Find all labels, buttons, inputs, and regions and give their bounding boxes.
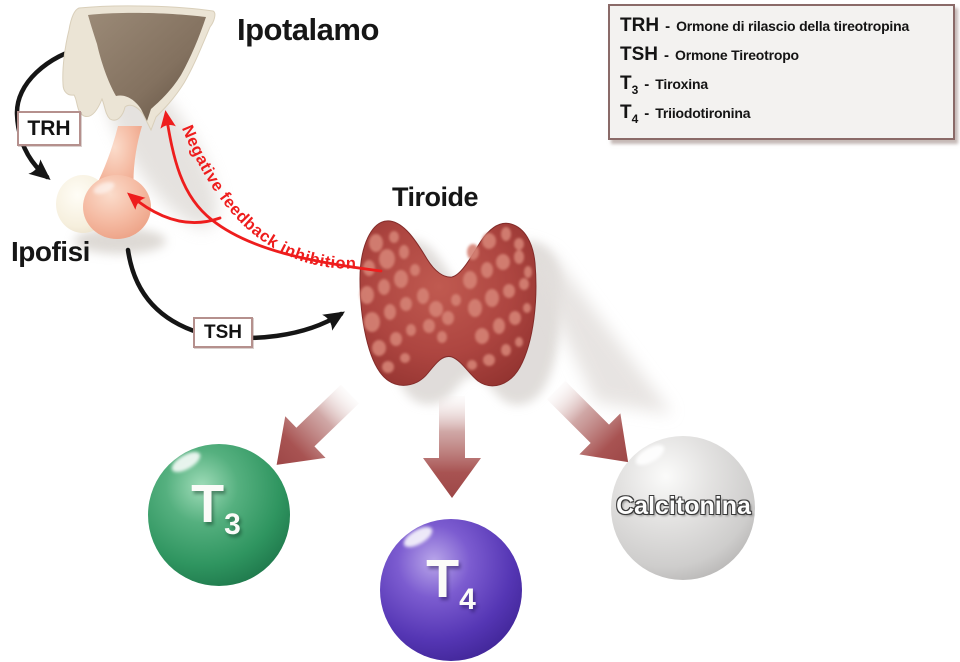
hypothalamus-label: Ipotalamo	[237, 12, 379, 47]
pituitary-label: Ipofisi	[11, 236, 90, 267]
t3-sphere	[148, 444, 290, 586]
legend-term: T4	[620, 102, 639, 126]
trh-arrow	[14, 43, 91, 180]
legend-dash: -	[665, 18, 671, 35]
legend-term: TRH	[620, 15, 660, 36]
t4-label: T4	[426, 549, 476, 616]
legend-dash: -	[644, 76, 650, 93]
legend-description: Ormone di rilascio della tireotropina	[676, 18, 910, 34]
legend-term: TSH	[620, 44, 658, 65]
thyroid-label: Tiroide	[392, 182, 479, 212]
arrow-to-t3	[276, 384, 360, 465]
legend-row-trh: TRH - Ormone di rilascio della tireotrop…	[620, 15, 947, 44]
legend-description: Ormone Tireotropo	[675, 47, 799, 63]
legend-row-tsh: TSH - Ormone Tireotropo	[620, 44, 947, 73]
thyroid-illustration	[359, 220, 537, 387]
legend-description: Tiroxina	[655, 76, 708, 92]
legend-dash: -	[664, 47, 669, 64]
t3-label: T3	[191, 474, 241, 541]
tsh-box: TSH	[193, 317, 253, 348]
calcitonin-label: Calcitonina	[616, 492, 751, 520]
arrow-to-calcitonin	[546, 380, 629, 463]
legend-term: T3	[620, 73, 639, 97]
trh-box: TRH	[17, 111, 81, 146]
product-arrows	[276, 380, 629, 498]
legend-dash: -	[644, 105, 650, 122]
t4-sphere	[380, 519, 522, 661]
legend-box: TRH - Ormone di rilascio della tireotrop…	[608, 4, 955, 140]
thyroid-follicle-spots	[360, 227, 532, 373]
trh-box-label: TRH	[27, 116, 71, 140]
pituitary-illustration	[56, 126, 151, 239]
tsh-box-label: TSH	[204, 321, 242, 343]
legend-row-t4: T4 - Triiodotironina	[620, 102, 947, 131]
legend-description: Triiodotironina	[655, 105, 751, 121]
calcitonin-sphere	[611, 436, 755, 580]
hypothalamus-illustration	[62, 5, 216, 132]
arrow-to-t4	[423, 396, 481, 498]
legend-row-t3: T3 - Tiroxina	[620, 73, 947, 102]
